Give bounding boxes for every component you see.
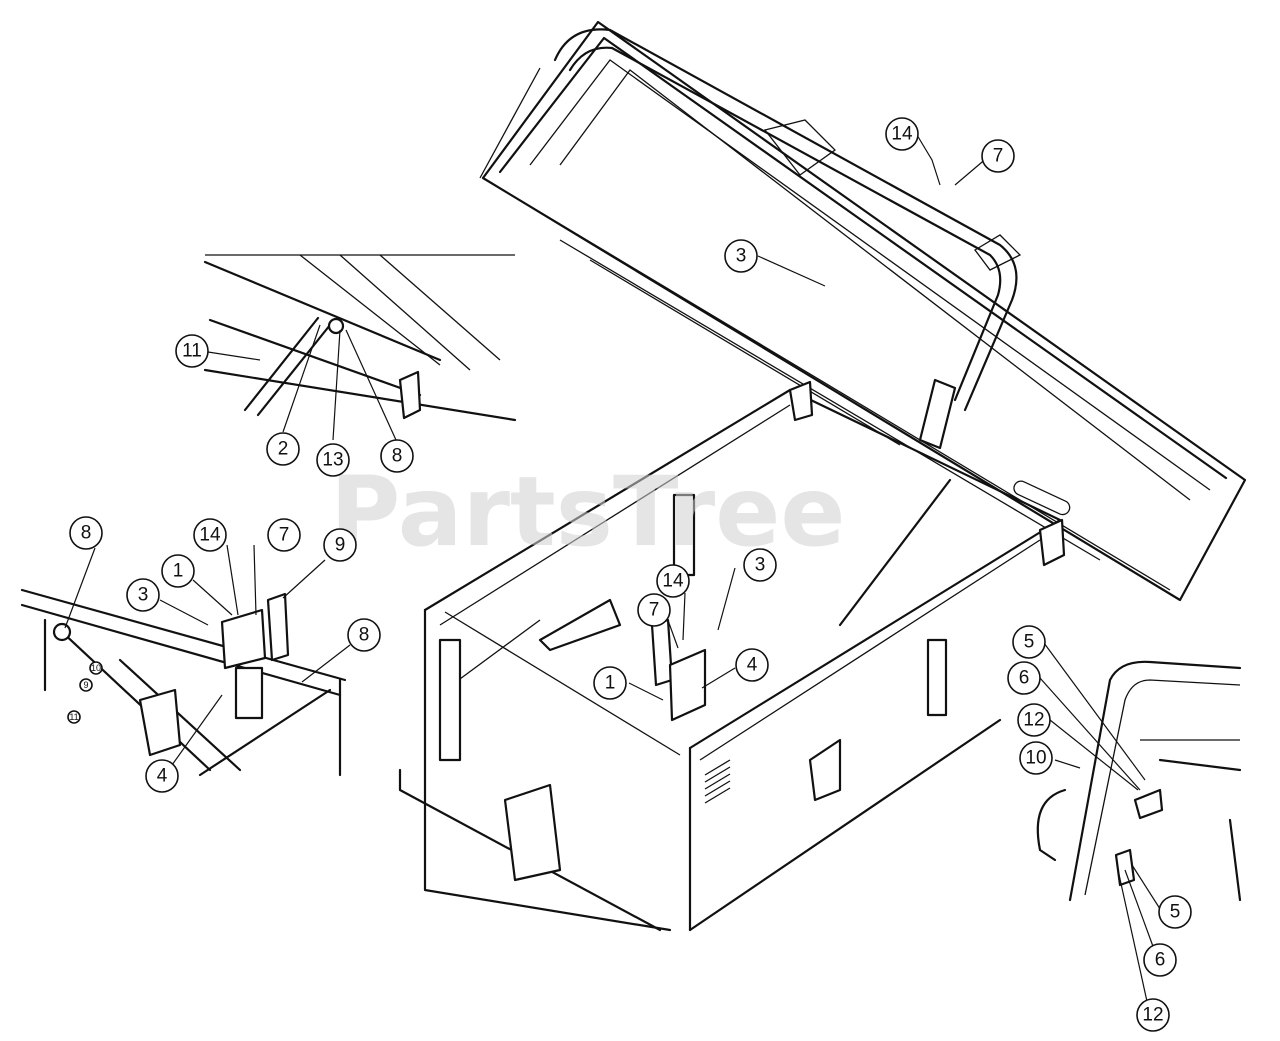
svg-text:10: 10 xyxy=(1025,748,1046,769)
callout-14-latch: 14 xyxy=(193,518,227,552)
leader-lines xyxy=(64,134,1163,1016)
callout-14-top: 14 xyxy=(885,117,919,151)
callout-7-top: 7 xyxy=(981,139,1015,173)
callout-8-latch: 8 xyxy=(69,516,103,550)
callout-11-hinge: 11 xyxy=(175,334,209,368)
callout-13-hinge: 13 xyxy=(316,443,350,477)
svg-text:6: 6 xyxy=(1019,668,1030,689)
callout-3-latch: 3 xyxy=(126,578,160,612)
callout-10-handle: 10 xyxy=(1019,741,1053,775)
svg-text:14: 14 xyxy=(199,525,221,546)
callout-9-latch: 9 xyxy=(323,528,357,562)
svg-text:8: 8 xyxy=(81,523,92,544)
svg-text:11: 11 xyxy=(69,712,78,722)
callout-7-latch: 7 xyxy=(267,518,301,552)
callout-8-latch-right: 8 xyxy=(347,618,381,652)
svg-text:6: 6 xyxy=(1155,950,1166,971)
callout-14-frame: 14 xyxy=(656,564,690,598)
svg-text:7: 7 xyxy=(649,600,660,621)
callout-7-frame: 7 xyxy=(637,593,671,627)
inset-handle-detail xyxy=(1036,660,1242,902)
vent-slots xyxy=(704,759,731,804)
callout-4-frame: 4 xyxy=(735,648,769,682)
svg-text:3: 3 xyxy=(138,585,149,606)
svg-text:14: 14 xyxy=(662,571,684,592)
callout-12-handle-low: 12 xyxy=(1136,998,1170,1032)
callout-12-handle: 12 xyxy=(1017,703,1051,737)
svg-text:3: 3 xyxy=(755,555,766,576)
callout-5-handle: 5 xyxy=(1012,625,1046,659)
callout-6-handle: 6 xyxy=(1007,661,1041,695)
svg-text:14: 14 xyxy=(891,124,913,145)
svg-text:2: 2 xyxy=(278,439,289,460)
callout-5-handle-low: 5 xyxy=(1158,895,1192,929)
svg-text:5: 5 xyxy=(1170,902,1181,923)
svg-text:4: 4 xyxy=(747,655,758,676)
callout-4-latch: 4 xyxy=(145,759,179,793)
svg-text:5: 5 xyxy=(1024,632,1035,653)
inset-latch-detail xyxy=(20,588,347,777)
svg-text:10: 10 xyxy=(91,663,101,673)
inset-hinge-detail xyxy=(203,254,517,422)
callout-1-latch: 1 xyxy=(161,554,195,588)
svg-text:12: 12 xyxy=(1023,710,1044,731)
svg-text:7: 7 xyxy=(993,146,1004,167)
svg-text:13: 13 xyxy=(322,450,343,471)
callout-small-11: 11 xyxy=(67,710,81,724)
callout-1-frame: 1 xyxy=(593,666,627,700)
svg-text:8: 8 xyxy=(359,625,370,646)
svg-text:9: 9 xyxy=(335,535,346,556)
svg-text:3: 3 xyxy=(736,246,747,267)
svg-text:4: 4 xyxy=(157,766,168,787)
callout-8-hinge: 8 xyxy=(380,439,414,473)
cargo-frame xyxy=(398,380,1066,932)
cargo-bed-raised xyxy=(479,20,1247,602)
svg-text:9: 9 xyxy=(83,680,88,690)
callout-2-hinge: 2 xyxy=(266,432,300,466)
svg-text:12: 12 xyxy=(1142,1005,1163,1026)
svg-text:8: 8 xyxy=(392,446,403,467)
svg-text:7: 7 xyxy=(279,525,290,546)
svg-text:1: 1 xyxy=(173,561,184,582)
callout-3-bed: 3 xyxy=(724,239,758,273)
callout-small-10: 10 xyxy=(89,661,103,675)
callout-small-9: 9 xyxy=(79,678,93,692)
svg-text:11: 11 xyxy=(182,341,202,362)
callout-3-frame: 3 xyxy=(743,548,777,582)
svg-text:1: 1 xyxy=(605,673,616,694)
callout-6-handle-low: 6 xyxy=(1143,943,1177,977)
